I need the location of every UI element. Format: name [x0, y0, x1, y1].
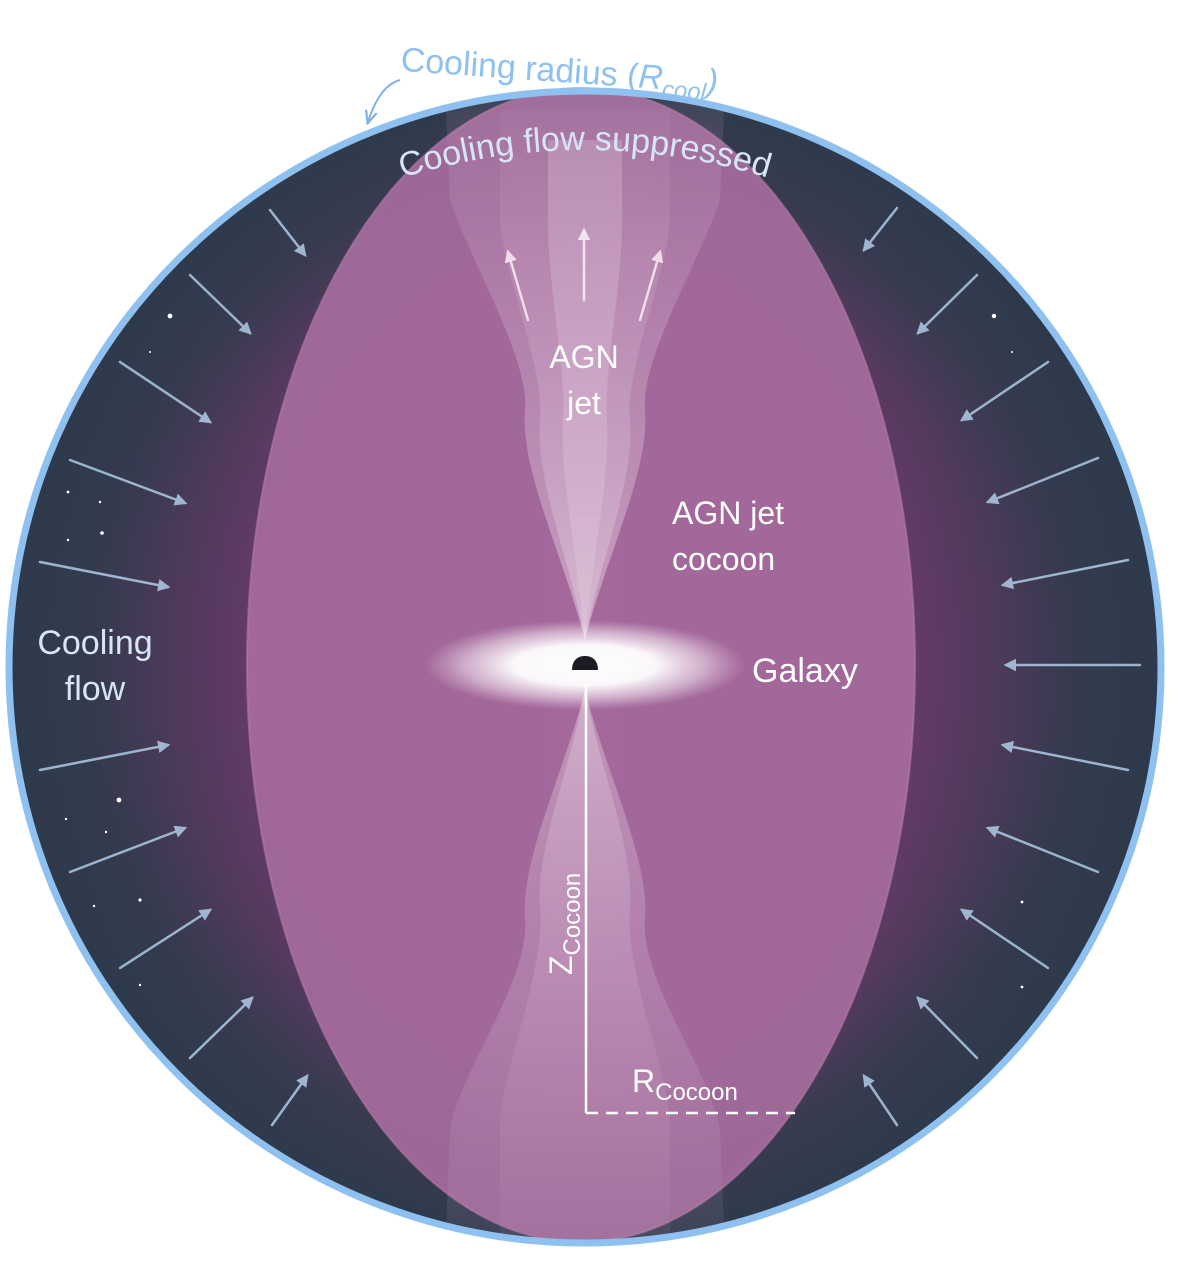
- agn-jet-label: AGN: [549, 339, 618, 375]
- cooling-flow-arrows-right: [862, 206, 1142, 1127]
- curved-arrow-icon: [368, 79, 401, 122]
- black-hole-icon: [572, 656, 598, 670]
- cooling-flow-label-line2: flow: [65, 670, 126, 708]
- jet-direction-arrows: [504, 227, 664, 322]
- cooling-flow-label: Cooling: [37, 624, 152, 662]
- agn-cocoon-label-line2: cocoon: [672, 541, 775, 577]
- agn-cocoon-label: AGN jet: [672, 495, 784, 531]
- cocoon-dimensions: [584, 685, 795, 1115]
- galaxy-label: Galaxy: [752, 652, 858, 690]
- r-cocoon-label: RCocoon: [632, 1063, 738, 1106]
- z-cocoon-label: ZCocoon: [543, 873, 586, 975]
- cooling-radius-rim: [5, 87, 1165, 1247]
- agn-jet-upper: [445, 91, 725, 640]
- stars: [64, 313, 1024, 989]
- cooling-flow-arrows-left: [38, 208, 309, 1127]
- agn-jet-label-line2: jet: [566, 385, 601, 421]
